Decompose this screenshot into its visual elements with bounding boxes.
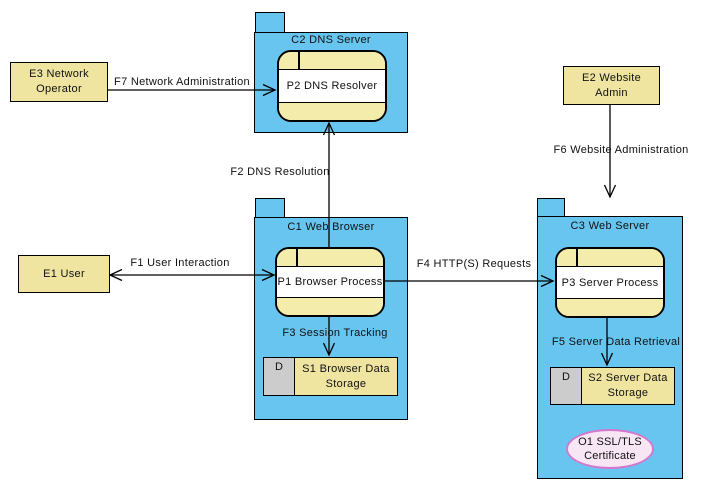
process-p3-bottom-band (557, 298, 663, 316)
container-c1-title: C1 Web Browser (287, 221, 375, 233)
process-p1-browser-process: P1 Browser Process (275, 247, 385, 317)
process-p1-bottom-band (277, 297, 383, 315)
flow-f3-label: F3 Session Tracking (282, 327, 388, 339)
entity-e2-website-admin: E2 Website Admin (563, 66, 660, 105)
flow-f6-label: F6 Website Administration (553, 144, 689, 156)
artifact-o1-ssl-tls-certificate: O1 SSL/TLS Certificate (566, 429, 654, 469)
process-p2-top-band (279, 52, 385, 70)
process-p3-band-divider (576, 249, 578, 266)
flow-f6-arrowhead (603, 184, 617, 199)
process-p2-band-divider (298, 52, 300, 69)
store-s1-label: S1 Browser Data Storage (302, 362, 390, 390)
process-p2-bottom-band (279, 102, 385, 120)
flow-f1-arrowhead-left (108, 268, 123, 282)
container-c3-web-server-tab (537, 198, 565, 217)
entity-e3-network-operator: E3 Network Operator (10, 62, 108, 102)
process-p3-top-band (557, 249, 663, 267)
process-p2-dns-resolver: P2 DNS Resolver (277, 50, 387, 122)
flow-f7-label: F7 Network Administration (114, 76, 250, 88)
flow-f4-label: F4 HTTP(S) Requests (416, 258, 532, 270)
store-s1-kind-cell: D (264, 358, 295, 395)
store-s2-kind-cell: D (551, 368, 582, 404)
process-p3-label: P3 Server Process (557, 267, 663, 298)
process-p2-label: P2 DNS Resolver (279, 70, 385, 102)
entity-e1-user: E1 User (18, 255, 110, 293)
store-s2-server-data-storage: D S2 Server Data Storage (550, 367, 675, 405)
store-s2-label: S2 Server Data Storage (588, 372, 668, 399)
flow-f1-label: F1 User Interaction (130, 257, 230, 269)
container-c2-title: C2 DNS Server (291, 34, 371, 46)
process-p1-label: P1 Browser Process (277, 267, 383, 297)
process-p1-top-band (277, 249, 383, 267)
process-p3-server-process: P3 Server Process (555, 247, 665, 318)
store-s1-browser-data-storage: D S1 Browser Data Storage (263, 357, 398, 396)
process-p1-band-divider (296, 249, 298, 266)
flow-f5-label: F5 Server Data Retrieval (551, 336, 681, 348)
container-c2-dns-server-tab (255, 12, 285, 33)
flow-f2-label: F2 DNS Resolution (230, 166, 330, 178)
container-c3-title: C3 Web Server (570, 220, 650, 232)
container-c1-web-browser-tab (255, 198, 285, 218)
